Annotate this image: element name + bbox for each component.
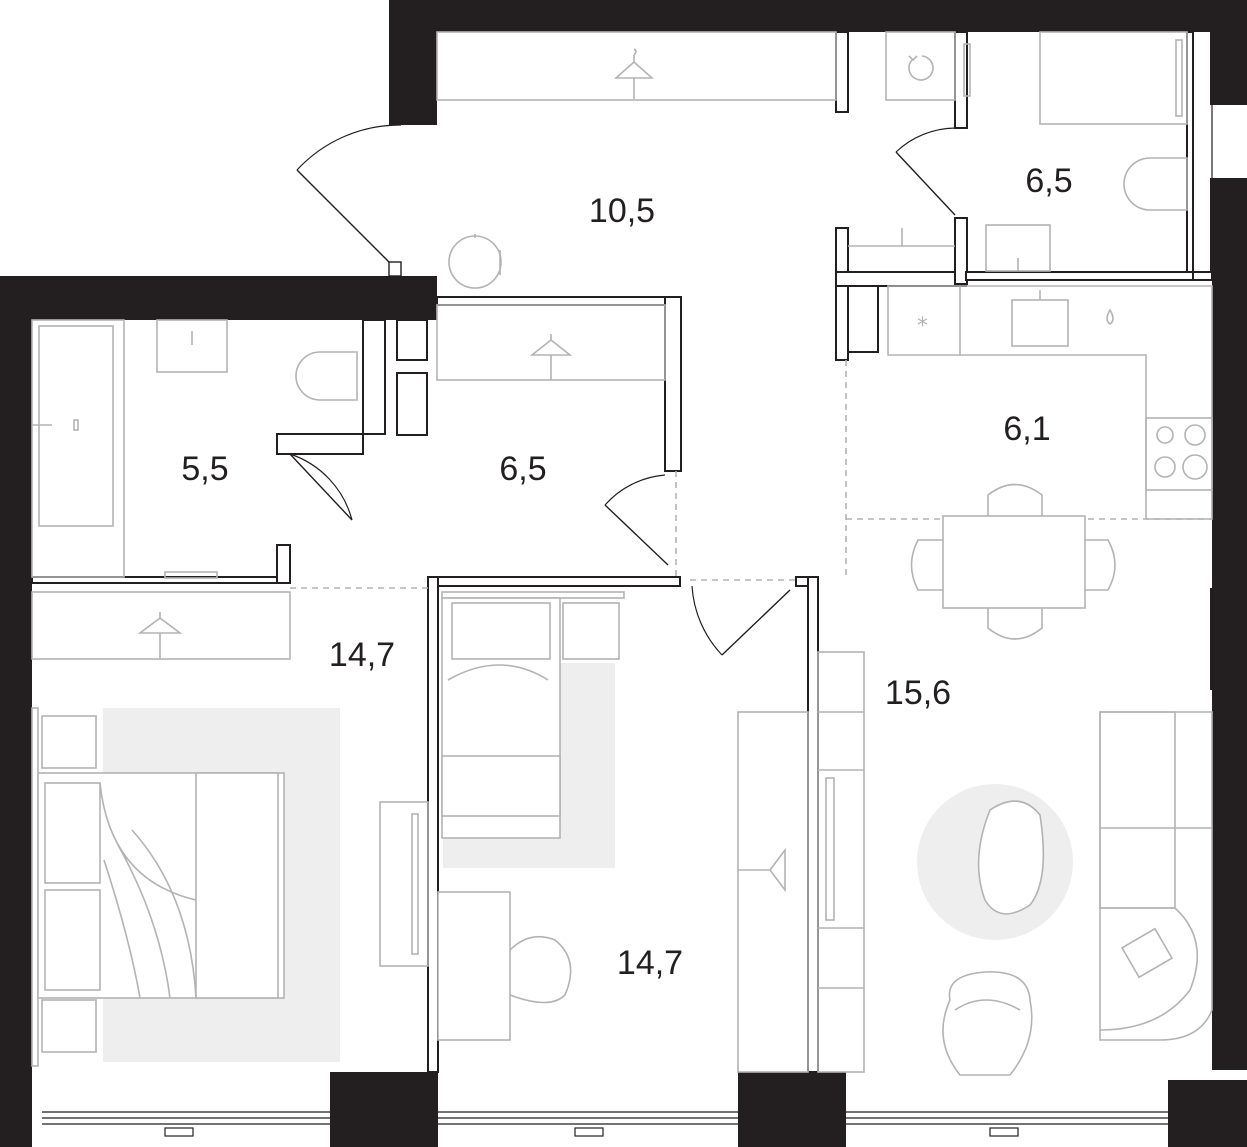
hall-stool xyxy=(448,234,502,289)
armchair xyxy=(942,971,1033,1076)
desk-set xyxy=(437,891,572,1041)
dining-set xyxy=(910,483,1116,640)
bedroom-wardrobe xyxy=(31,591,291,660)
single-bed xyxy=(441,591,625,839)
doors xyxy=(289,124,956,656)
svg-text:*: * xyxy=(917,314,928,339)
bedroom-dresser xyxy=(379,801,429,967)
child-room-area: 14,7 xyxy=(617,944,683,982)
corridor-area: 6,5 xyxy=(499,450,546,488)
kitchen-area: 6,1 xyxy=(1003,410,1050,448)
bath-upper-area: 6,5 xyxy=(1025,162,1072,200)
living-shelving xyxy=(817,651,865,1073)
corner-sofa xyxy=(1099,711,1213,1041)
lower-bath-fixtures xyxy=(31,319,358,579)
washing-machine xyxy=(885,31,956,101)
kitchen-counter: * xyxy=(887,285,1213,520)
zone-lines xyxy=(290,360,1212,589)
bedroom-area: 14,7 xyxy=(329,636,395,674)
windows xyxy=(42,105,1213,1137)
child-wardrobe xyxy=(737,711,809,1073)
room-labels: 10,5 6,5 5,5 6,5 6,1 14,7 14,7 15,6 xyxy=(181,162,1072,982)
coffee-table xyxy=(977,800,1045,915)
corridor-wardrobe xyxy=(436,304,666,381)
hall-wardrobe xyxy=(436,31,837,101)
living-area: 15,6 xyxy=(885,674,951,712)
upper-bath-fixtures xyxy=(848,31,1188,272)
bath-lower-area: 5,5 xyxy=(181,450,228,488)
double-bed xyxy=(31,707,285,1067)
hall-area: 10,5 xyxy=(589,192,655,230)
